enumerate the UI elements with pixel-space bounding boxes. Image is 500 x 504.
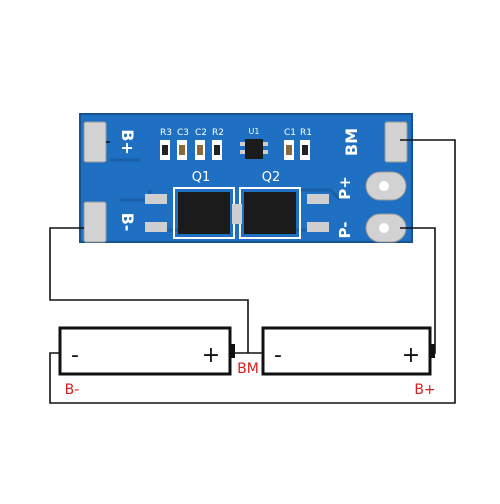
- wire-bm-to-bminus-term: [49, 139, 456, 404]
- label-r3: R3: [160, 128, 172, 138]
- label-p-minus-silk: P-: [336, 222, 354, 239]
- battery-2-minus: -: [274, 343, 282, 368]
- label-b-minus: B-: [65, 382, 80, 398]
- wire-b-minus-to-bm: [49, 227, 249, 353]
- label-u1: U1: [249, 127, 260, 136]
- label-b-plus-silk: B+: [118, 129, 137, 155]
- label-c1: C1: [284, 128, 296, 138]
- pad-b-plus: [83, 121, 107, 163]
- label-c3: C3: [177, 128, 189, 138]
- pcb-edge: [79, 113, 413, 243]
- label-r1: R1: [300, 128, 312, 138]
- battery-1-minus: -: [71, 343, 79, 368]
- label-b-minus-silk: B-: [118, 213, 137, 232]
- battery-2-tip: [430, 344, 435, 358]
- pad-p-plus-hole: [379, 181, 389, 191]
- u1-chip: [240, 139, 268, 159]
- battery-2-plus: +: [402, 343, 420, 368]
- battery-1-plus: +: [202, 343, 220, 368]
- label-b-plus: B+: [414, 382, 435, 398]
- mosfet-q2: [234, 187, 329, 239]
- label-r2: R2: [212, 128, 224, 138]
- label-bm: BM: [237, 361, 259, 377]
- pad-b-minus: [83, 201, 107, 243]
- battery-2-body: [261, 326, 432, 376]
- label-q2: Q2: [262, 170, 281, 185]
- pcb-board: B+ B- BM P+ P- R3 C3 C2 R2 U1 C1 R1 Q1 Q…: [79, 113, 413, 243]
- label-c2: C2: [195, 128, 207, 138]
- battery-1-tip: [230, 344, 235, 358]
- smd-passives: [160, 140, 310, 160]
- label-q1: Q1: [192, 170, 211, 185]
- battery-1: - +: [58, 326, 235, 376]
- battery-2: - +: [261, 326, 435, 376]
- label-bm-silk: BM: [342, 128, 361, 156]
- label-p-plus-silk: P+: [336, 176, 354, 200]
- pad-p-minus-hole: [379, 223, 389, 233]
- battery-1-body: [58, 326, 232, 376]
- pad-bm: [384, 121, 408, 163]
